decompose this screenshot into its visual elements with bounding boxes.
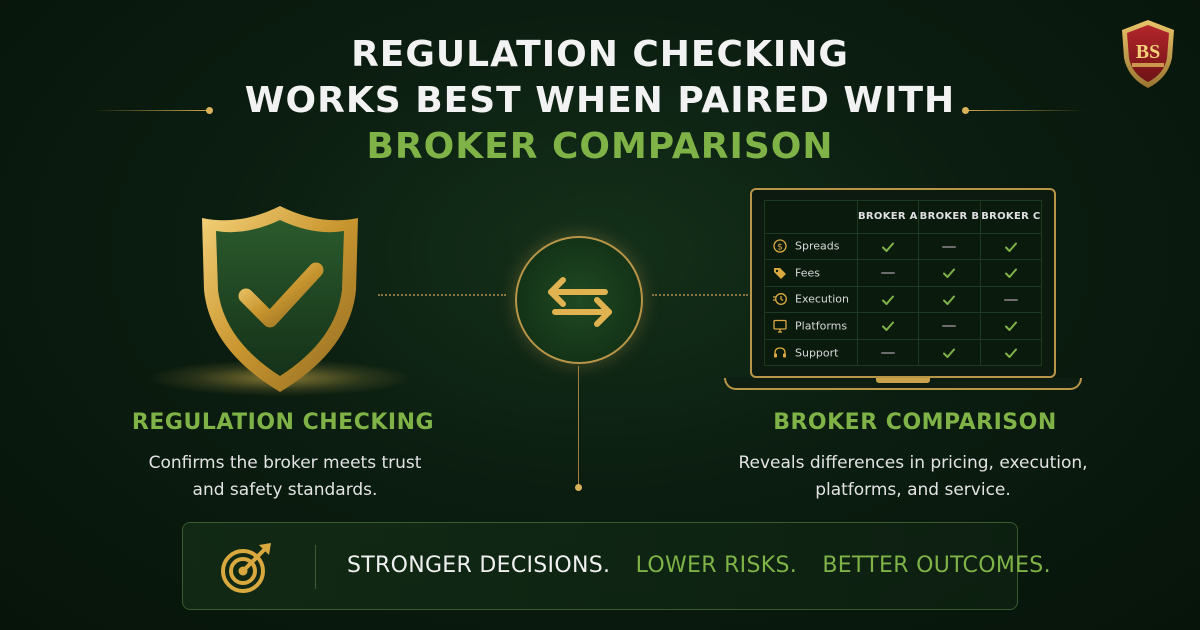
shield-badge-icon: BS: [1122, 20, 1174, 88]
check-icon: [918, 285, 981, 313]
title-rule-left: [90, 110, 208, 111]
tag-icon: [773, 266, 787, 280]
table-row: Support: [765, 338, 1041, 366]
table-corner: [765, 201, 857, 233]
title-line-2: WORKS BEST WHEN PAIRED WITH: [244, 80, 956, 121]
comparison-description: Reveals differences in pricing, executio…: [738, 453, 1088, 500]
dash-icon: [856, 338, 919, 366]
connector-down-dot: [575, 484, 582, 491]
brand-logo: BS: [1118, 18, 1178, 90]
column-header: BROKER B: [918, 201, 981, 233]
check-icon: [979, 259, 1041, 286]
table-row: Execution: [765, 285, 1041, 313]
laptop-notch: [876, 378, 930, 383]
regulation-heading: REGULATION CHECKING: [131, 410, 435, 435]
connector-right: [652, 294, 748, 296]
regulation-description: Confirms the broker meets trust and safe…: [148, 453, 422, 500]
svg-text:$: $: [777, 243, 783, 253]
check-icon: [918, 259, 981, 286]
column-header: BROKER C: [979, 201, 1041, 233]
check-icon: [979, 312, 1041, 339]
title-line-3: BROKER COMPARISON: [366, 126, 834, 167]
banner-divider: [315, 545, 316, 589]
headset-icon: [773, 346, 787, 360]
connector-down: [578, 366, 579, 484]
outcome-banner: STRONGER DECISIONS. LOWER RISKS. BETTER …: [182, 522, 1051, 610]
comparison-heading: BROKER COMPARISON: [773, 410, 1057, 435]
monitor-icon: [773, 319, 787, 333]
dollar-icon: $: [773, 239, 787, 253]
title-rule-right: [968, 110, 1086, 111]
dash-icon: [918, 312, 981, 339]
dash-icon: [856, 259, 919, 286]
feature-label: Platforms: [795, 319, 848, 333]
feature-cell: Fees: [765, 259, 857, 286]
title-rule-dot-left: [206, 107, 213, 114]
check-icon: [856, 312, 919, 339]
feature-label: Spreads: [795, 239, 840, 253]
title-line-1: REGULATION CHECKING: [351, 34, 849, 75]
check-icon: [918, 338, 981, 366]
pairing-circle: [515, 236, 643, 364]
swap-arrows-icon: [548, 277, 612, 327]
feature-cell: $ Spreads: [765, 232, 857, 260]
check-icon: [979, 232, 1041, 260]
logo-initials: BS: [1136, 41, 1160, 63]
feature-label: Fees: [795, 266, 820, 280]
check-icon: [856, 285, 919, 313]
table-header-row: BROKER A BROKER B BROKER C: [765, 201, 1041, 233]
banner-better-outcomes: BETTER OUTCOMES.: [822, 553, 1051, 578]
table-row: Fees: [765, 259, 1041, 286]
banner-text: STRONGER DECISIONS. LOWER RISKS. BETTER …: [347, 553, 1051, 578]
feature-cell: Support: [765, 338, 857, 366]
clock-speed-icon: [773, 292, 787, 306]
check-icon: [979, 338, 1041, 366]
feature-label: Execution: [795, 292, 849, 306]
check-icon: [856, 232, 919, 260]
table-row: Platforms: [765, 312, 1041, 339]
column-header: BROKER A: [856, 201, 919, 233]
regulation-shield: [190, 200, 370, 400]
connector-left: [378, 294, 506, 296]
feature-cell: Platforms: [765, 312, 857, 339]
banner-stronger-decisions: STRONGER DECISIONS.: [347, 553, 611, 578]
table-row: $ Spreads: [765, 232, 1041, 260]
dash-icon: [918, 232, 981, 260]
title-rule-dot-right: [962, 107, 969, 114]
target-arrow-icon: [221, 543, 271, 593]
shield-check-icon: [202, 206, 358, 392]
feature-label: Support: [795, 346, 839, 359]
dash-icon: [979, 285, 1041, 313]
feature-cell: Execution: [765, 285, 857, 313]
banner-lower-risks: LOWER RISKS.: [635, 553, 798, 578]
